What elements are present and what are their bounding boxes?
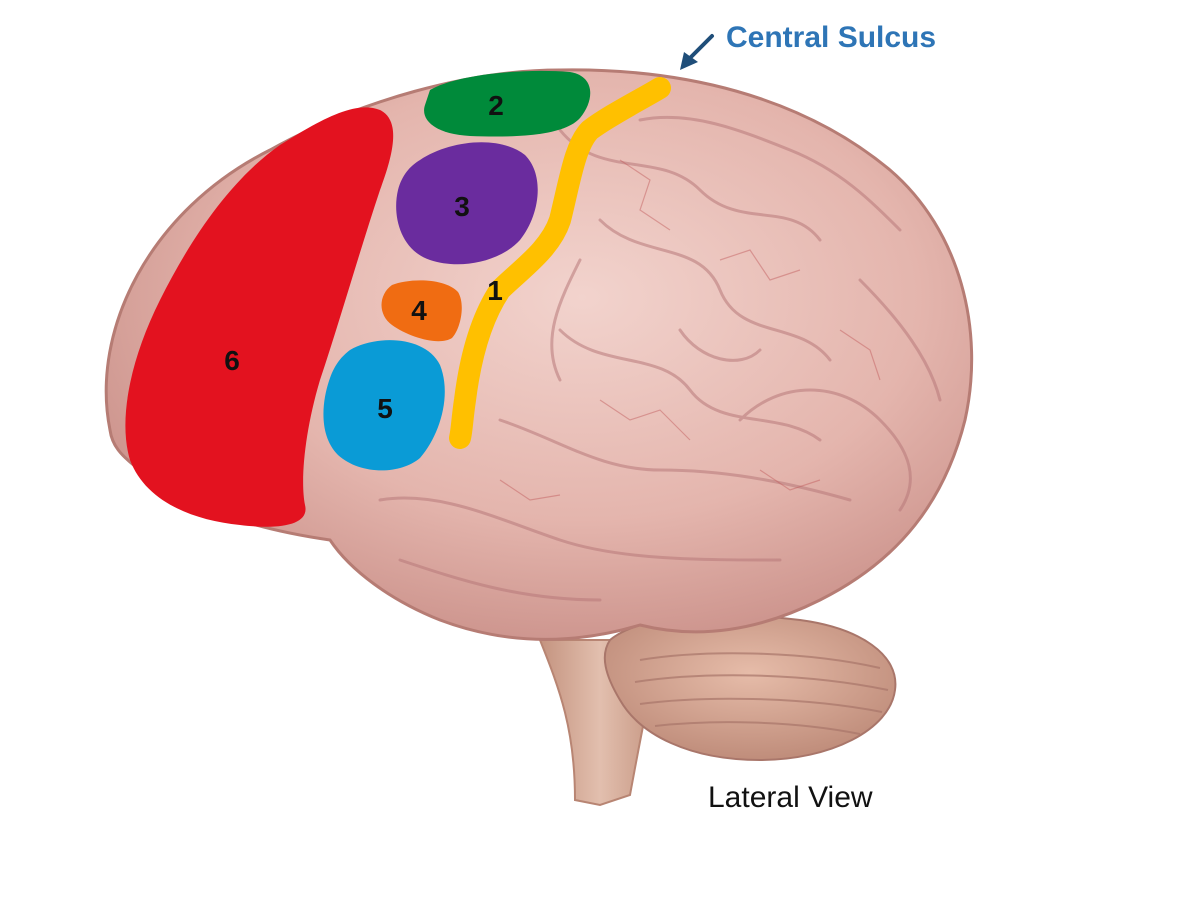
region-label-1: 1 bbox=[487, 275, 503, 306]
central-sulcus-line bbox=[449, 77, 671, 449]
region-label-5: 5 bbox=[377, 393, 393, 424]
cortex-vessels bbox=[499, 159, 881, 501]
region-2-area bbox=[424, 70, 591, 137]
region-6-area bbox=[125, 107, 394, 527]
region-3-area bbox=[396, 142, 538, 265]
region-label-3: 3 bbox=[454, 191, 470, 222]
cerebellum bbox=[603, 614, 897, 762]
region-5-area bbox=[323, 340, 445, 471]
cerebellum-folia bbox=[634, 652, 889, 735]
view-caption: Lateral View bbox=[708, 781, 873, 814]
region-label-6: 6 bbox=[224, 345, 240, 376]
region-label-4: 4 bbox=[411, 295, 427, 326]
region-4-area bbox=[381, 280, 462, 342]
central-sulcus-title: Central Sulcus bbox=[726, 21, 936, 54]
region-label-2: 2 bbox=[488, 90, 504, 121]
cortex-folds bbox=[378, 115, 942, 602]
central-sulcus-arrow bbox=[680, 34, 714, 70]
